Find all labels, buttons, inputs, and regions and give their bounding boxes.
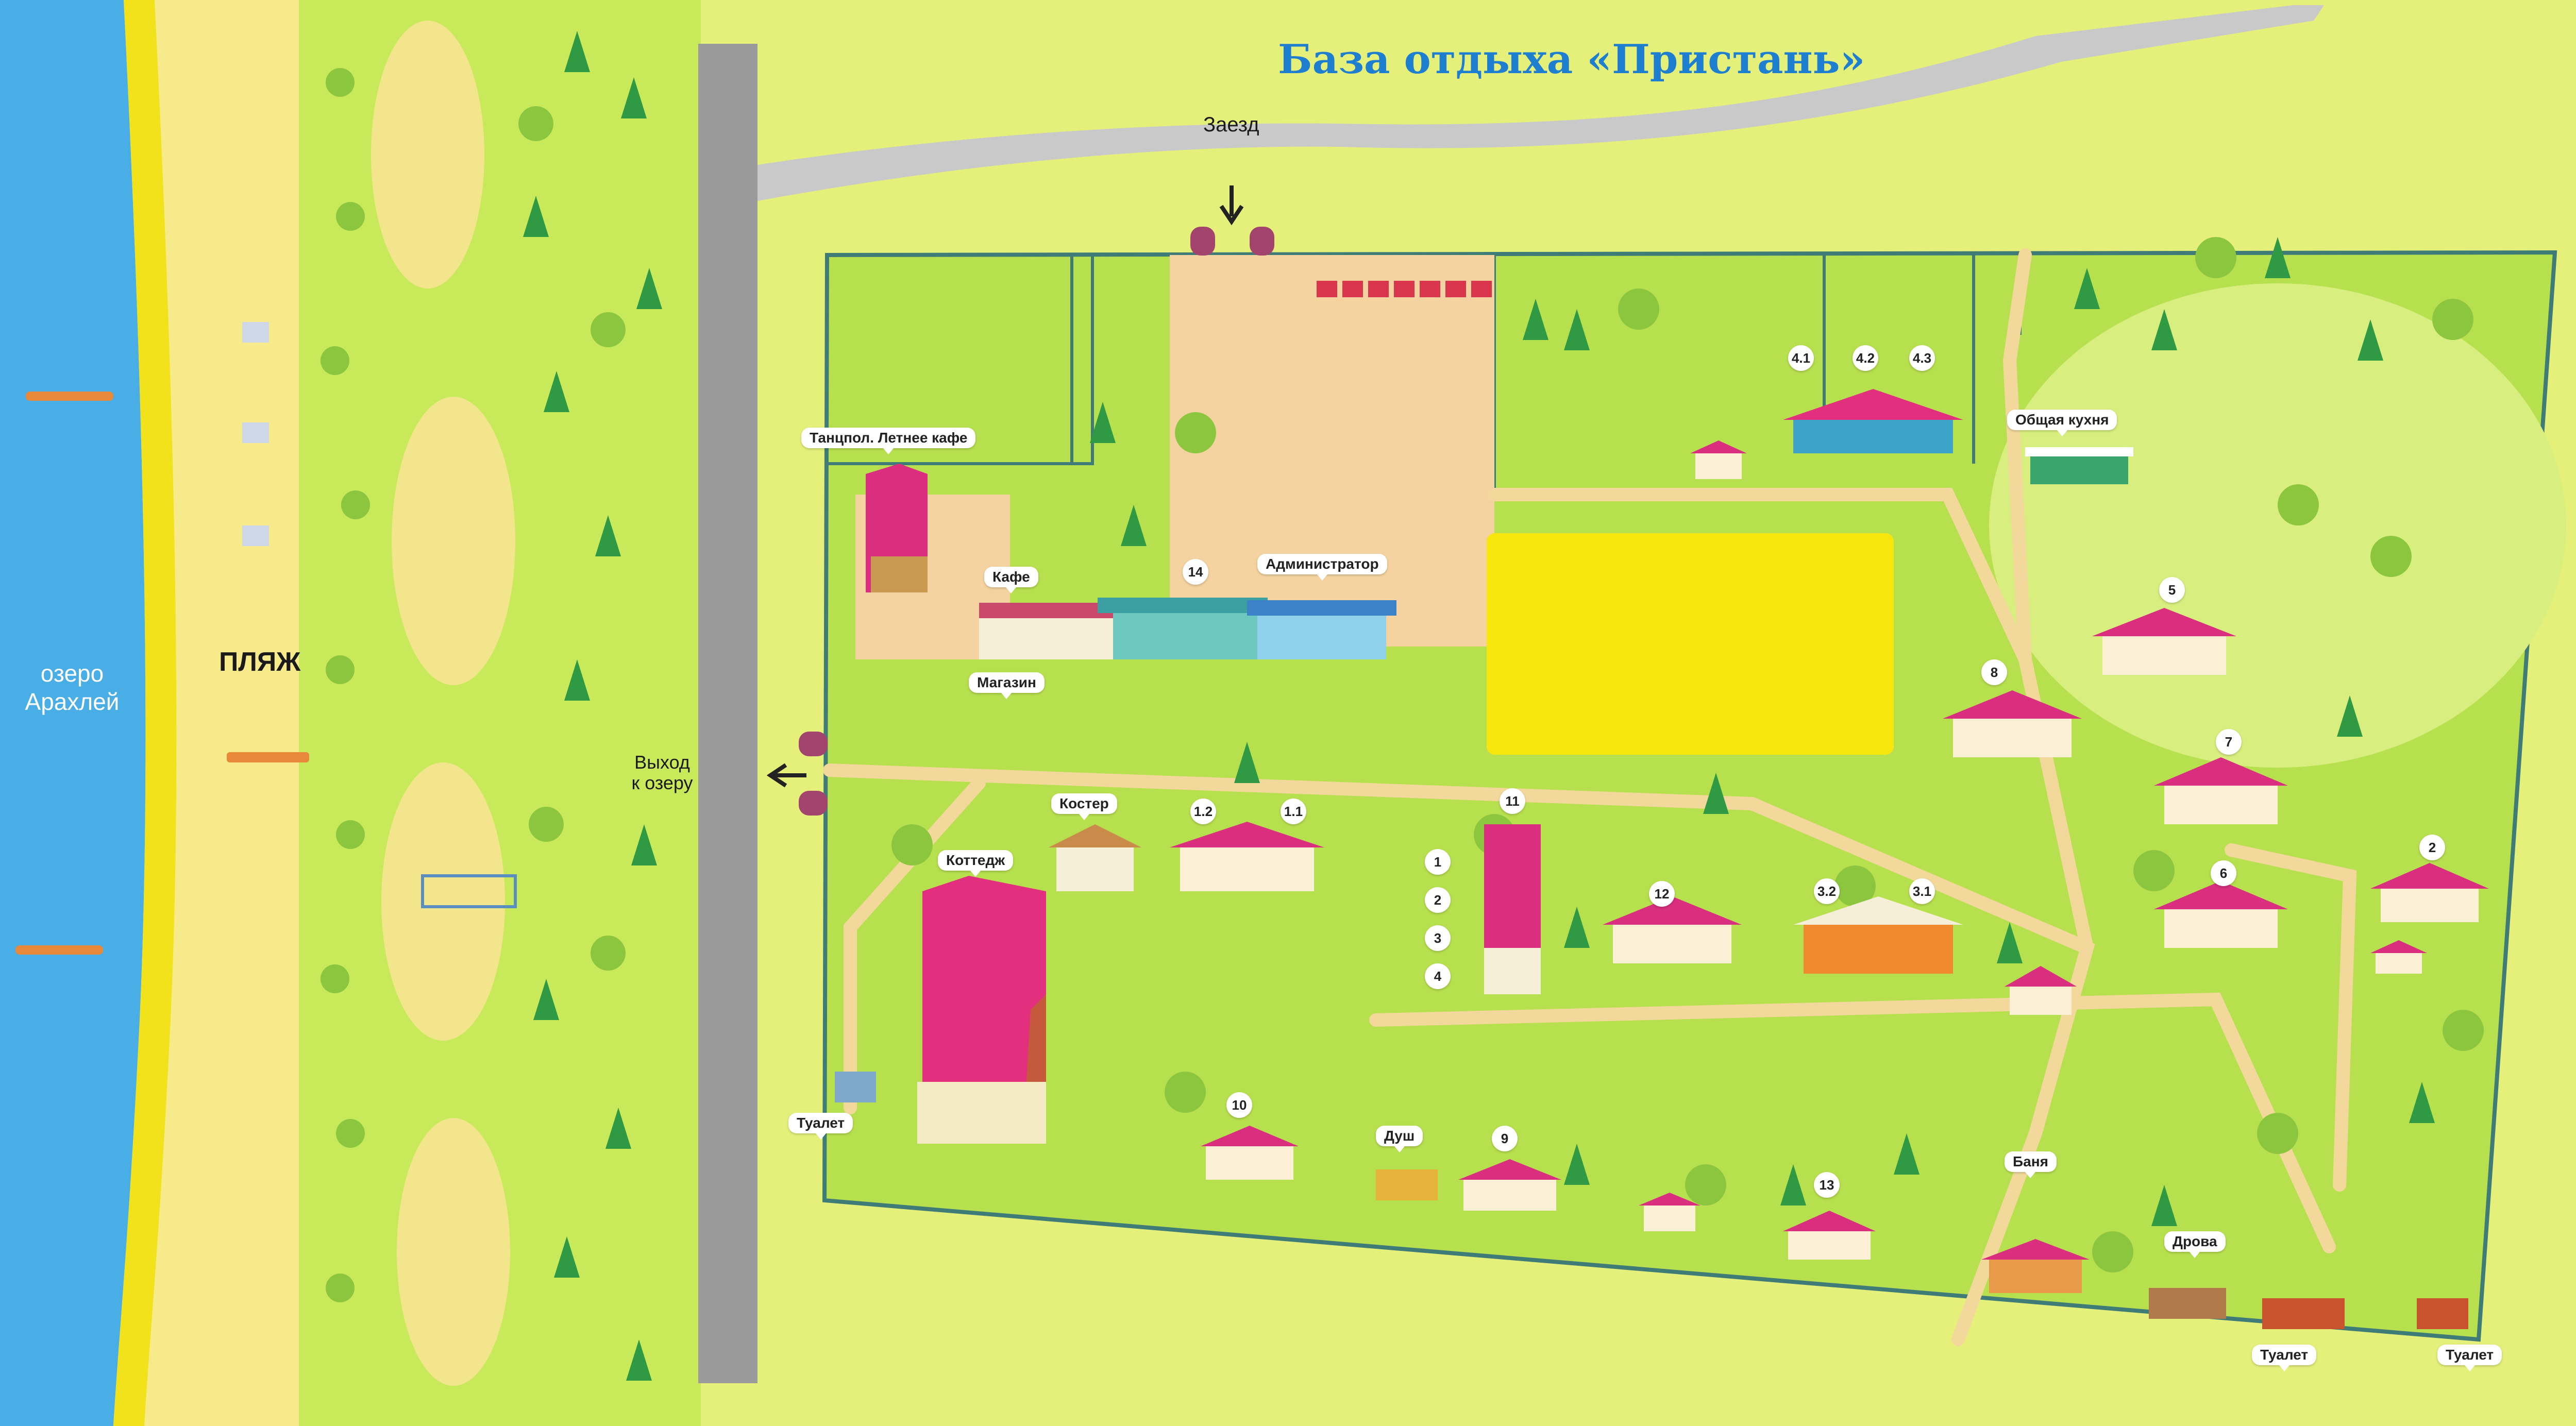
lake: [0, 0, 146, 1426]
parking-markers: [1317, 281, 1492, 297]
shore-line: [113, 0, 177, 1426]
sand-patch: [397, 1118, 510, 1386]
building-1-1-marker: 1.1: [1281, 799, 1306, 824]
meadow: [1989, 283, 2566, 768]
building-2-marker: 2: [2419, 835, 2445, 860]
boat: [15, 945, 103, 955]
beach-shade: [242, 525, 269, 546]
gate-post: [1250, 227, 1274, 256]
gate-post: [799, 791, 828, 816]
building-1-2-marker: 1.2: [1190, 799, 1216, 824]
building-14-marker: 14: [1183, 559, 1208, 585]
admin-label: Администратор: [1257, 554, 1387, 581]
playground: [1487, 533, 1894, 755]
buildings: [835, 389, 2489, 1329]
entry-road: [757, 5, 2324, 201]
exit-arrow-icon: [766, 763, 806, 788]
beach-shade: [242, 422, 269, 443]
sand-patch: [392, 397, 515, 685]
building-4-3-marker: 4.3: [1909, 345, 1935, 371]
gate-post: [799, 732, 828, 756]
building-10-marker: 10: [1226, 1092, 1252, 1118]
shop-label: Магазин: [969, 672, 1045, 699]
walking-paths: [823, 248, 2357, 1346]
building-13-marker: 13: [1814, 1172, 1840, 1198]
floor-1-marker: 1: [1425, 849, 1451, 875]
building-4-2-marker: 4.2: [1853, 345, 1878, 371]
sand-patch: [371, 21, 484, 288]
toilet-west-label: Туалет: [788, 1113, 853, 1140]
bonfire-label: Костер: [1051, 793, 1117, 820]
cottage-label: Коттедж: [938, 850, 1014, 877]
beach: [144, 0, 299, 1426]
entry-arrow-icon: [1219, 185, 1244, 226]
main-road: [698, 44, 757, 1383]
beach-label: ПЛЯЖ: [219, 647, 301, 677]
parking-area: [1170, 255, 1494, 647]
toilet-se2-label: Туалет: [2437, 1345, 2502, 1371]
entry-label: Заезд: [1203, 113, 1259, 136]
gate-post: [1190, 227, 1215, 256]
boat: [26, 392, 113, 401]
volleyball-net: [421, 874, 517, 908]
building-3-2-marker: 3.2: [1814, 878, 1840, 904]
beach-shade: [242, 322, 269, 343]
floor-4-marker: 4: [1425, 963, 1451, 989]
lake-label: озеро Арахлей: [25, 660, 120, 716]
building-3-1-marker: 3.1: [1909, 878, 1935, 904]
building-11-marker: 11: [1500, 788, 1525, 814]
shower-label: Душ: [1376, 1126, 1423, 1152]
boat: [227, 752, 309, 762]
building-5-marker: 5: [2159, 577, 2185, 603]
trees: [321, 31, 2484, 1381]
cafe-label: Кафе: [984, 567, 1038, 593]
page-title: База отдыха «Пристань»: [1278, 36, 1865, 83]
sand-patch: [381, 762, 505, 1041]
sauna-label: Баня: [2005, 1151, 2057, 1178]
building-9-marker: 9: [1492, 1126, 1518, 1151]
building-8-marker: 8: [1981, 659, 2007, 685]
dance-cafe-label: Танцпол. Летнее кафе: [801, 428, 976, 454]
building-7-marker: 7: [2216, 729, 2242, 755]
firewood-label: Дрова: [2164, 1231, 2226, 1258]
floor-3-marker: 3: [1425, 925, 1451, 951]
building-12-marker: 12: [1649, 881, 1675, 907]
toilet-se1-label: Туалет: [2252, 1345, 2317, 1371]
floor-2-marker: 2: [1425, 887, 1451, 913]
building-6-marker: 6: [2211, 860, 2236, 886]
building-4-1-marker: 4.1: [1788, 345, 1814, 371]
exit-to-lake-label: Выход к озеру: [631, 752, 693, 793]
kitchen-label: Общая кухня: [2007, 410, 2117, 436]
